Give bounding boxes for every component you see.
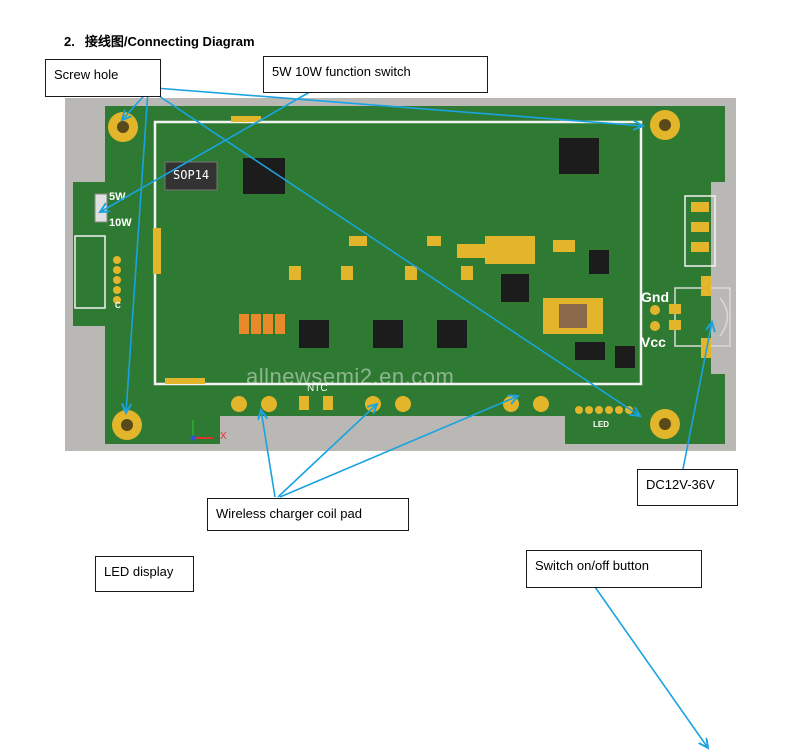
label-5w: 5W <box>109 191 126 203</box>
screw-hole-bottom-left <box>112 410 142 440</box>
label-c: C <box>115 301 121 310</box>
callout-coil-pad: Wireless charger coil pad <box>207 498 409 531</box>
driver-ic-2 <box>373 320 403 348</box>
driver-ic-1 <box>299 320 329 348</box>
driver-ic-3 <box>437 320 467 348</box>
axis-x-label: X <box>220 431 227 442</box>
arrow-power-button <box>594 586 708 748</box>
section-heading: 2. 接线图/Connecting Diagram <box>64 31 255 50</box>
pcb-photo: SOP14 5W 10W C Gnd Vcc NTC LED X <box>65 98 736 451</box>
watermark: allnewsemi2.en.com <box>246 364 455 389</box>
function-switch <box>94 193 108 223</box>
pcb-board <box>73 106 725 444</box>
led-pin-pads <box>113 256 121 304</box>
label-vcc: Vcc <box>641 334 666 350</box>
callout-power-button: Switch on/off button <box>526 550 702 588</box>
section-title: 接线图/Connecting Diagram <box>84 34 255 49</box>
callout-led-display: LED display <box>95 556 194 592</box>
callout-dc-input: DC12V-36V <box>637 469 738 506</box>
pcb-board-illustration <box>73 106 731 444</box>
label-gnd: Gnd <box>641 289 669 305</box>
callout-screw-hole: Screw hole <box>45 59 161 97</box>
screw-hole-top-left <box>108 112 138 142</box>
section-number: 2. <box>64 34 75 49</box>
screw-hole-bottom-right <box>650 409 680 439</box>
label-led: LED <box>593 420 609 429</box>
sop14-label: SOP14 <box>173 168 210 182</box>
callout-function-switch: 5W 10W function switch <box>263 56 488 93</box>
screw-hole-top-right <box>650 110 680 140</box>
label-10w: 10W <box>109 217 132 229</box>
